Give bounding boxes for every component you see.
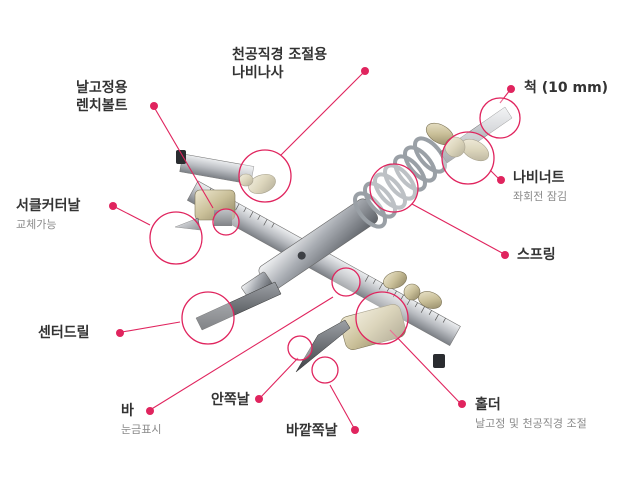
tool-illustration — [174, 106, 513, 373]
top-wing-nut — [425, 122, 490, 162]
label-outer-blade: 바깥쪽날 — [286, 423, 338, 439]
label-hole-nut-1: 천공직경 조절용 — [232, 47, 328, 63]
lower-wing-nut — [383, 271, 442, 309]
cutter-blade-graphic — [174, 217, 201, 231]
spring-graphic — [353, 136, 447, 229]
label-hole-nut-2: 나비나사 — [232, 65, 284, 81]
label-wing-nut: 나비너트 — [513, 170, 565, 186]
callouts — [114, 71, 511, 429]
zoom-circle-outer — [311, 356, 339, 384]
label-bar: 바 — [121, 403, 134, 419]
zoom-circle-inner — [287, 335, 313, 361]
locking-screw — [176, 150, 186, 164]
label-shaft: 척 (10 mm) — [524, 80, 609, 96]
callout-dots — [109, 67, 515, 434]
label-cutter-blade: 서클커터날 — [16, 198, 81, 214]
label-bar-sub: 눈금표시 — [121, 423, 162, 436]
zoom-circle-shaft — [479, 97, 521, 139]
label-cutter-blade-sub: 교체가능 — [16, 218, 57, 231]
zoom-circle-bar — [331, 267, 361, 297]
label-wing-nut-sub: 좌회전 잠김 — [513, 190, 568, 203]
zoom-circle-cutter — [149, 211, 203, 265]
left-holder-block — [194, 189, 236, 226]
label-center-drill: 센터드릴 — [38, 325, 90, 341]
zoom-circle-bolt — [212, 208, 240, 236]
label-centering-bolt-1: 날고정용 — [76, 80, 128, 96]
zoom-circle-wing-nut — [441, 131, 495, 185]
label-centering-bolt-2: 렌치볼트 — [76, 98, 128, 114]
zoom-circle-holder — [355, 291, 409, 345]
zoom-circle-spring — [369, 163, 419, 213]
label-spring: 스프링 — [517, 247, 556, 263]
zoom-circle-nut — [238, 149, 292, 203]
magnifier-circles — [149, 97, 521, 384]
center-drill-graphic — [195, 281, 282, 331]
end-screw — [433, 354, 445, 368]
label-holder-sub: 날고정 및 천공직경 조절 — [475, 417, 587, 430]
label-inner-blade: 안쪽날 — [211, 392, 250, 408]
upper-wing-nut — [238, 173, 276, 195]
label-holder: 홀더 — [475, 397, 501, 413]
zoom-circle-drill — [181, 291, 235, 345]
